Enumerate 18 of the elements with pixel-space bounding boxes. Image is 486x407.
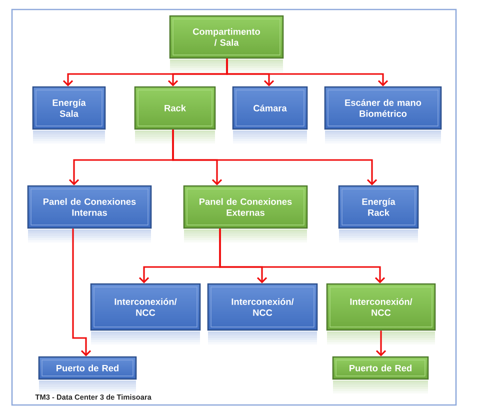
arrow — [226, 58, 388, 86]
process-box: Cámara — [232, 86, 308, 130]
arrow — [219, 228, 386, 284]
arrow — [172, 130, 378, 186]
arrow — [376, 330, 386, 356]
process-box: Panel de Conexiones Externas — [183, 185, 308, 229]
process-box: Compartimento / Sala — [169, 15, 284, 59]
process-box: Panel de Conexiones Internas — [27, 185, 152, 229]
process-box: Interconexión/ NCC — [207, 283, 318, 331]
process-box: Escáner de mano Biométrico — [324, 86, 442, 130]
process-box: Puerto de Red — [332, 356, 429, 380]
process-box: Interconexión/ NCC — [326, 283, 436, 331]
process-box: Interconexión/ NCC — [90, 283, 201, 331]
process-box: Energía Sala — [32, 86, 106, 130]
process-box: Rack — [134, 86, 216, 130]
arrow — [72, 228, 92, 356]
process-box: Energía Rack — [338, 185, 419, 229]
process-box: Puerto de Red — [38, 356, 137, 380]
